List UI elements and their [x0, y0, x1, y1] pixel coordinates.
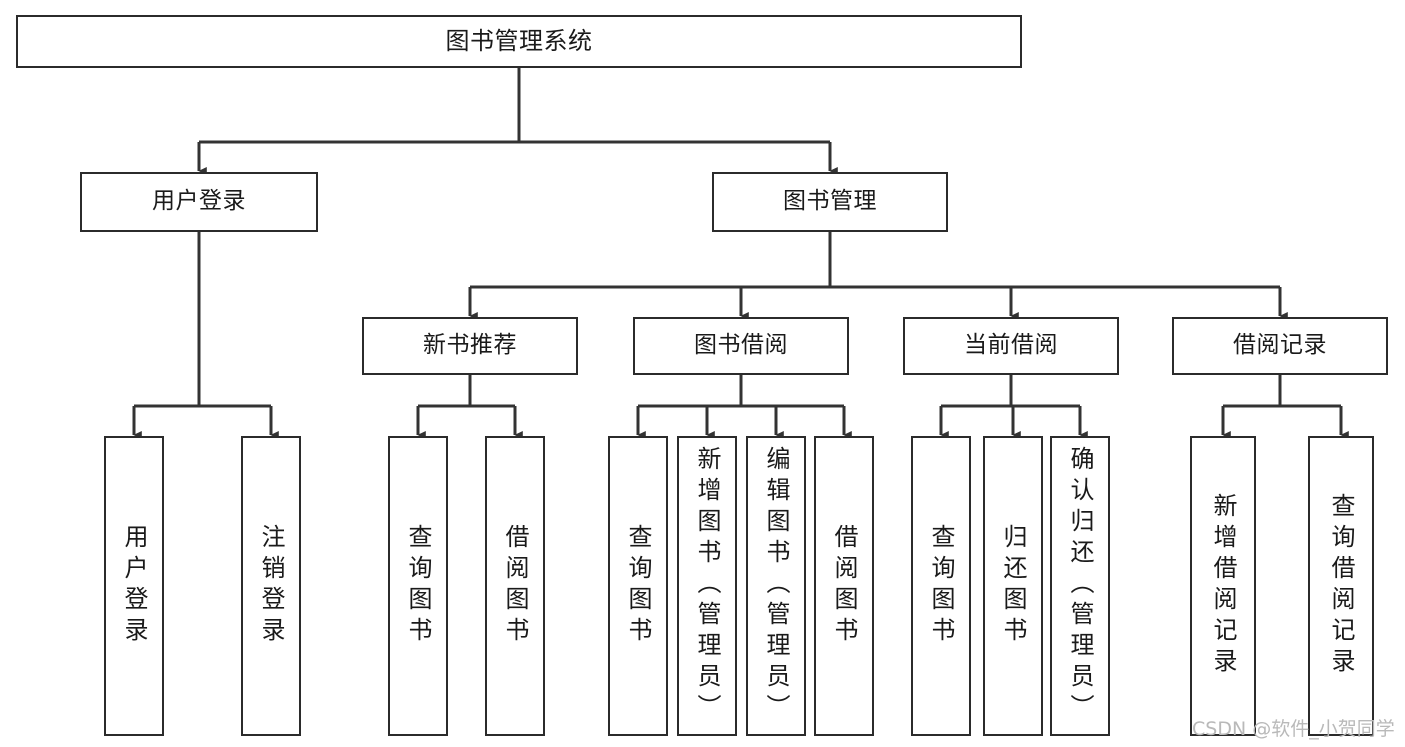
node-leaf-query-book-3[interactable]: 查询图书 [911, 436, 971, 736]
node-leaf-user-logout[interactable]: 注销登录 [241, 436, 301, 736]
node-leaf-query-record[interactable]: 查询借阅记录 [1308, 436, 1374, 736]
node-label-leaf-user-logout: 注销登录 [257, 524, 285, 648]
node-label-leaf-return-book: 归还图书 [999, 524, 1027, 648]
node-label-leaf-borrow-book-2: 借阅图书 [830, 524, 858, 648]
node-label-book-borrow: 图书借阅 [694, 332, 788, 359]
node-label-user-login: 用户登录 [152, 188, 246, 215]
node-leaf-borrow-book-1[interactable]: 借阅图书 [485, 436, 545, 736]
node-leaf-user-login[interactable]: 用户登录 [104, 436, 164, 736]
node-label-leaf-query-book-1: 查询图书 [404, 524, 432, 648]
node-label-new-book-rec: 新书推荐 [423, 332, 517, 359]
node-new-book-rec[interactable]: 新书推荐 [362, 317, 578, 375]
node-label-book-manage: 图书管理 [783, 188, 877, 215]
node-label-leaf-edit-book: 编辑图书（管理员） [762, 446, 790, 725]
node-label-leaf-confirm-ret: 确认归还（管理员） [1066, 446, 1094, 725]
node-leaf-query-book-2[interactable]: 查询图书 [608, 436, 668, 736]
node-book-borrow[interactable]: 图书借阅 [633, 317, 849, 375]
node-book-manage[interactable]: 图书管理 [712, 172, 948, 232]
node-label-leaf-borrow-book-1: 借阅图书 [501, 524, 529, 648]
node-leaf-add-record[interactable]: 新增借阅记录 [1190, 436, 1256, 736]
watermark-text: CSDN @软件_小贺同学 [1192, 718, 1395, 740]
node-leaf-query-book-1[interactable]: 查询图书 [388, 436, 448, 736]
node-user-login[interactable]: 用户登录 [80, 172, 318, 232]
node-leaf-add-book[interactable]: 新增图书（管理员） [677, 436, 737, 736]
node-label-leaf-query-record: 查询借阅记录 [1327, 493, 1355, 679]
node-leaf-edit-book[interactable]: 编辑图书（管理员） [746, 436, 806, 736]
node-current-borrow[interactable]: 当前借阅 [903, 317, 1119, 375]
node-leaf-return-book[interactable]: 归还图书 [983, 436, 1043, 736]
edge-group [132, 68, 1349, 440]
node-label-current-borrow: 当前借阅 [964, 332, 1058, 359]
node-borrow-record[interactable]: 借阅记录 [1172, 317, 1388, 375]
node-leaf-confirm-ret[interactable]: 确认归还（管理员） [1050, 436, 1110, 736]
node-label-leaf-add-record: 新增借阅记录 [1209, 493, 1237, 679]
node-label-leaf-query-book-2: 查询图书 [624, 524, 652, 648]
node-label-borrow-record: 借阅记录 [1233, 332, 1327, 359]
node-label-leaf-user-login: 用户登录 [120, 524, 148, 648]
node-label-leaf-query-book-3: 查询图书 [927, 524, 955, 648]
node-leaf-borrow-book-2[interactable]: 借阅图书 [814, 436, 874, 736]
node-label-root: 图书管理系统 [445, 27, 593, 56]
node-label-leaf-add-book: 新增图书（管理员） [693, 446, 721, 725]
node-root[interactable]: 图书管理系统 [16, 15, 1022, 68]
